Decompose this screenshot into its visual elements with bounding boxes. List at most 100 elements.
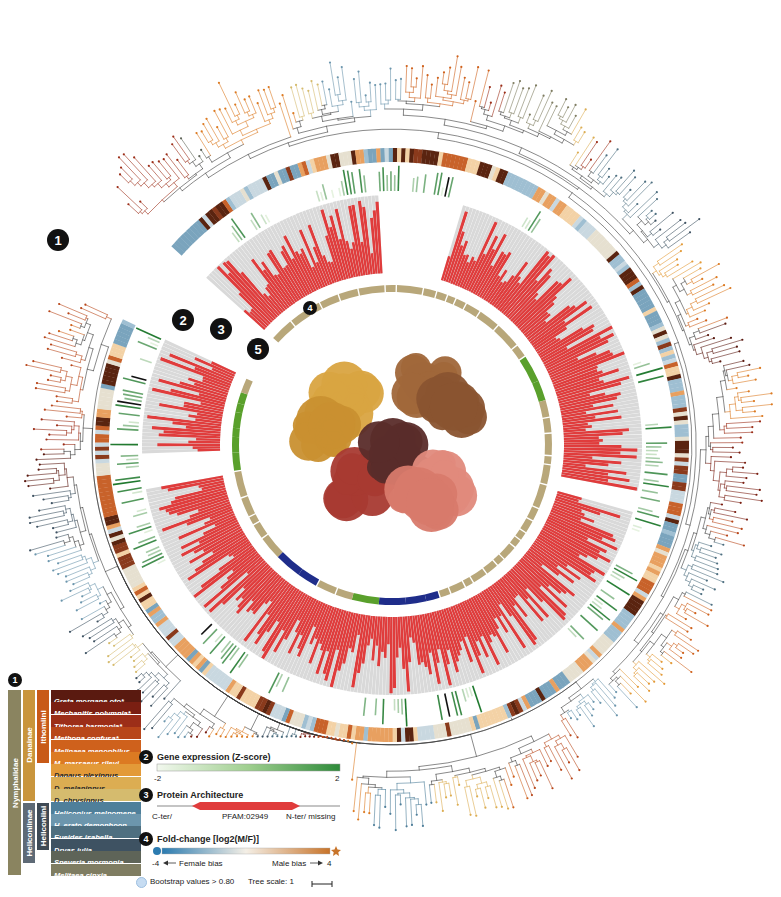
tree-arc xyxy=(666,237,669,241)
expression-bar xyxy=(231,219,245,238)
architecture-bar xyxy=(194,357,235,377)
tree-branch xyxy=(442,97,443,100)
tree-branch xyxy=(620,177,636,194)
expression-bar xyxy=(375,699,376,716)
expression-bar xyxy=(131,376,146,380)
architecture-bar xyxy=(351,615,365,688)
tree-arc xyxy=(213,141,219,145)
tree-arc xyxy=(366,101,371,102)
tip-dot xyxy=(384,82,386,84)
tip-dot xyxy=(180,137,182,139)
tip-dot xyxy=(350,101,352,103)
tree-branch xyxy=(430,85,432,99)
domain-segment xyxy=(520,518,532,532)
tree-branch xyxy=(193,162,196,167)
tree-branch xyxy=(329,89,332,106)
tree-branch xyxy=(611,178,622,190)
expression-bar xyxy=(397,699,399,713)
tree-arc xyxy=(509,112,514,114)
tree-branch xyxy=(660,251,681,265)
tree-arc xyxy=(598,175,602,178)
tree-branch xyxy=(337,105,339,111)
tip-dot xyxy=(295,84,297,86)
tree-arc xyxy=(409,97,420,99)
tree-arc xyxy=(436,96,451,98)
tree-branch xyxy=(623,214,628,219)
tree-arc xyxy=(339,100,346,101)
tree-branch xyxy=(537,133,539,136)
tree-branch xyxy=(173,137,189,160)
tree-branch xyxy=(463,100,465,104)
tree-branch xyxy=(202,131,209,142)
tree-arc xyxy=(208,140,212,143)
tree-branch xyxy=(420,66,423,98)
tip-dot xyxy=(512,82,514,84)
tip-dot xyxy=(224,108,226,110)
tree-arc xyxy=(653,273,683,330)
tree-branch xyxy=(603,177,609,184)
tree-branch xyxy=(380,84,382,104)
expression-bar xyxy=(646,450,658,452)
expression-bar xyxy=(239,654,248,667)
expression-bar xyxy=(230,648,239,660)
tip-dot xyxy=(608,168,610,170)
tree-branch xyxy=(559,116,560,118)
architecture-bar xyxy=(393,617,396,688)
domain-segment xyxy=(241,379,253,395)
foldchange-cell xyxy=(95,434,109,439)
protein-blob xyxy=(406,478,454,526)
expression-bar xyxy=(382,699,384,724)
tip-dot xyxy=(328,88,330,90)
expression-bar xyxy=(123,390,143,394)
tree-branch xyxy=(370,83,371,102)
expression-bar xyxy=(124,398,141,401)
tip-dot xyxy=(426,74,428,76)
tree-arc xyxy=(481,109,488,111)
domain-segment xyxy=(539,400,550,418)
tree-branch xyxy=(256,129,257,132)
tree-arc xyxy=(224,137,228,139)
tree-arc xyxy=(209,137,291,178)
tree-branch xyxy=(375,85,376,110)
tree-branch xyxy=(509,81,520,112)
tree-branch xyxy=(299,121,301,127)
tree-arc xyxy=(271,107,276,109)
tree-branch xyxy=(220,109,233,134)
tip-dot xyxy=(198,155,200,157)
tree-branch xyxy=(134,157,155,181)
tip-dot xyxy=(633,170,635,172)
tip-dot xyxy=(636,203,638,205)
tree-branch xyxy=(518,117,520,123)
tip-dot xyxy=(290,86,292,88)
tree-branch xyxy=(591,180,593,183)
architecture-bar xyxy=(371,616,377,660)
tree-branch xyxy=(226,138,228,142)
tree-arc xyxy=(655,240,661,249)
expression-bar xyxy=(348,171,352,195)
expression-bar xyxy=(448,177,453,197)
expression-bar xyxy=(140,359,152,363)
expression-bar xyxy=(637,511,659,517)
foldchange-cell xyxy=(675,449,689,454)
expression-bar xyxy=(386,175,388,191)
tree-arc xyxy=(518,116,523,118)
tree-branch xyxy=(145,211,148,214)
expression-bar xyxy=(416,177,418,193)
tree-branch xyxy=(245,99,250,111)
tree-branch xyxy=(291,87,299,117)
tree-arc xyxy=(196,162,203,167)
tree-branch xyxy=(503,126,505,131)
tip-dot xyxy=(574,104,576,106)
tree-branch xyxy=(575,138,593,166)
architecture-bg xyxy=(389,617,392,695)
expression-bar xyxy=(121,455,139,457)
tip-dot xyxy=(292,112,294,114)
tree-branch xyxy=(442,72,444,84)
tree-arc xyxy=(323,111,339,114)
domain-segment xyxy=(436,292,447,302)
tree-arc xyxy=(189,169,203,179)
tip-dot xyxy=(133,156,135,158)
tree-branch xyxy=(283,95,294,129)
tree-arc xyxy=(396,99,401,100)
tip-dot xyxy=(629,189,631,191)
